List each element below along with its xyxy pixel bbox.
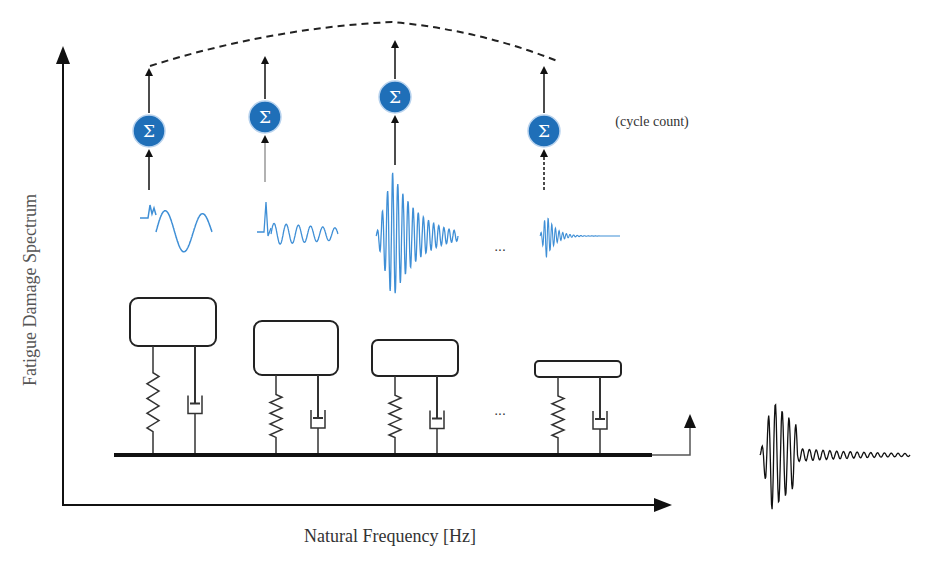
signal-3 [376,173,458,293]
note-label: (cycle count) [615,114,688,130]
sum-symbol: Σ [248,100,282,134]
damper-cup [593,411,607,453]
excitation-head [684,414,696,428]
sum-symbol: Σ [132,114,166,148]
signal-onset [140,205,156,218]
sum-symbol: Σ [378,80,412,114]
sum-circle: Σ [248,100,282,134]
sum-circle: Σ [132,114,166,148]
damper-cup [311,410,325,453]
spring [389,376,401,453]
signal-spike [257,202,271,236]
input-wave [760,405,910,509]
x-axis-head [654,498,672,512]
signal-2 [271,223,338,244]
x-axis-label: Natural Frequency [Hz] [304,526,476,547]
sum-symbol: Σ [527,114,561,148]
ellipsis: ... [494,402,506,418]
mass-blocks [130,298,621,377]
signal-4 [540,219,620,258]
spring [552,377,564,453]
spring [147,346,159,453]
damper-rod [190,346,200,404]
input-arrows [149,117,544,190]
y-axis-head [56,46,70,64]
spring-damper [147,346,607,453]
y-axis [62,62,64,505]
sum-circle: Σ [378,80,412,114]
damper-cup [430,411,444,454]
spring [270,375,282,453]
signal-1 [156,211,212,252]
x-axis [62,504,656,506]
y-axis-label: Fatigue Damage Spectrum [20,194,41,386]
damper-rod [313,375,323,418]
damper-rod [595,377,605,419]
input-signal [760,405,910,509]
base-plate [114,453,652,457]
response-signals [140,173,620,293]
ellipsis: ... [494,238,506,254]
output-arrows [149,42,544,113]
excitation-arrow [652,426,690,455]
damage-curve [150,22,560,66]
damper-rod [432,376,442,419]
damper-cup [188,396,202,454]
sum-circle: Σ [527,114,561,148]
